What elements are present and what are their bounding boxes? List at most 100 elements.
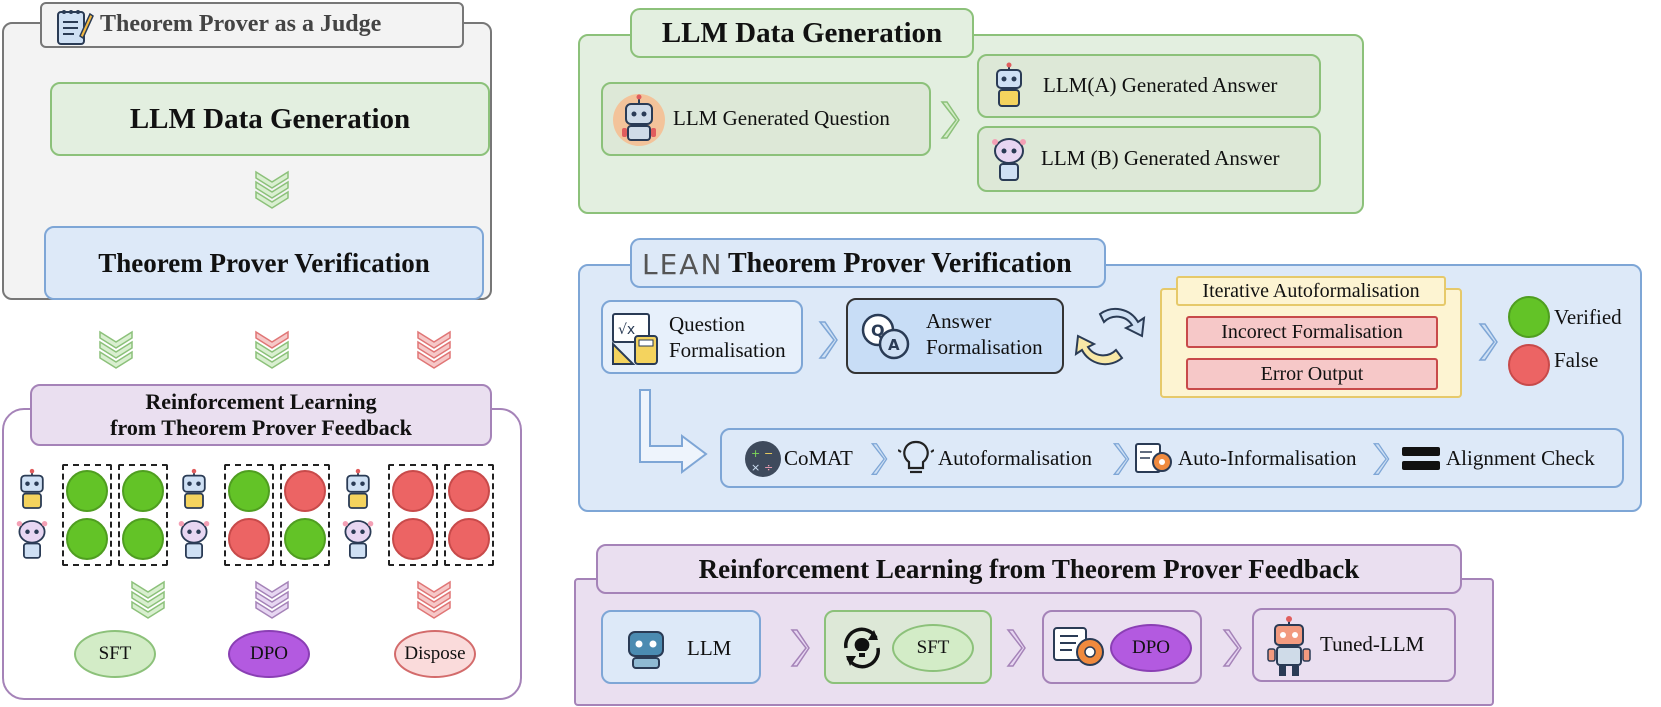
tuned-robot-icon [1267,616,1311,676]
judge-title-tab: Theorem Prover as a Judge [40,2,464,48]
robot-b-icon [16,520,48,559]
svg-text:A: A [888,336,900,354]
chevron-down-red-icon [417,330,451,369]
chevron-right-icon [1112,443,1130,475]
iterative-title: Iterative Autoformalisation [1202,279,1420,302]
incorrect-formalisation-label: Incorect Formalisation [1221,320,1403,343]
answer-a-label: LLM(A) Generated Answer [1043,73,1278,97]
error-output-label: Error Output [1260,362,1364,385]
elbow-arrow-icon [639,389,708,474]
verified-dot [228,470,270,512]
chevron-down-green-icon [131,580,165,619]
answer-column [280,464,330,566]
left-rl-title-box: Reinforcement Learning from Theorem Prov… [30,384,492,446]
left-verify-box: Theorem Prover Verification [44,226,484,300]
qa-chat-icon: Q A [861,313,910,360]
robot-icon [613,94,665,146]
refresh-loop-icon [1074,307,1146,366]
false-dot [392,518,434,560]
pipeline-box: + − × ÷ CoMAT Autoformalisation Auto-Inf… [720,428,1624,488]
false-dot [228,518,270,560]
chevron-down-icon [255,170,289,209]
verified-dot [122,470,164,512]
answer-column [444,464,494,566]
robot-a-icon [182,468,206,509]
document-gear-icon [1053,627,1104,666]
question-formalisation-line2: Formalisation [669,338,786,362]
svg-text:+: + [751,447,760,460]
svg-text:÷: ÷ [764,461,773,474]
verified-dot [1508,296,1550,338]
math-symbols-icon: + − × ÷ [745,441,781,477]
false-dot [448,470,490,512]
answer-column [118,464,168,566]
judge-title: Theorem Prover as a Judge [100,11,382,37]
left-gen-label: LLM Data Generation [129,102,411,135]
rl-title-box: Reinforcement Learning from Theorem Prov… [596,544,1462,594]
answer-column [388,464,438,566]
verify-title-box: LEAN Theorem Prover Verification [630,238,1106,288]
svg-text:×: × [751,461,760,474]
rl-llm-box: LLM [601,610,761,684]
svg-text:Q: Q [871,321,885,340]
pipeline-alignment-check: Alignment Check [1446,446,1595,470]
chevron-right-icon [790,629,810,667]
robot-a-icon [20,468,44,509]
notepad-pencil-icon [57,10,94,45]
question-formalisation-box: √x Question Formalisation [601,300,803,374]
incorrect-formalisation-box: Incorect Formalisation [1186,316,1438,348]
false-label: False [1554,348,1599,372]
rl-title: Reinforcement Learning from Theorem Prov… [698,553,1360,584]
false-dot [1508,344,1550,386]
lean-logo: LEAN [642,248,724,281]
answer-a-box: LLM(A) Generated Answer [977,54,1321,118]
rl-tuned-box: Tuned-LLM [1252,608,1456,682]
verified-dot [66,518,108,560]
chevron-right-icon [1372,443,1390,475]
robot-a-icon [346,468,370,509]
answer-column [62,464,112,566]
rl-sft-box: SFT [824,610,992,684]
chevron-right-icon [818,321,838,359]
rl-llm-label: LLM [687,636,732,660]
left-rl-title-line2: from Theorem Prover Feedback [110,415,412,440]
chevron-down-mixed-icon [255,330,289,369]
false-dot [284,470,326,512]
chevron-down-green-icon [99,330,133,369]
verified-dot [284,518,326,560]
verified-dot [122,518,164,560]
iterative-title-box: Iterative Autoformalisation [1176,276,1446,306]
pipeline-comat: CoMAT [784,446,853,470]
robot-a-icon [996,62,1022,107]
error-output-box: Error Output [1186,358,1438,390]
rl-tuned-label: Tuned-LLM [1320,632,1425,656]
svg-text:−: − [764,447,773,460]
question-formalisation-line1: Question [669,312,745,336]
robot-b-icon [178,520,210,559]
equals-bars-icon [1402,447,1440,470]
gen-title-box: LLM Data Generation [630,8,974,58]
verified-label: Verified [1554,305,1622,329]
gen-title: LLM Data Generation [661,16,943,49]
robot-head-icon [628,631,664,669]
false-dot [448,518,490,560]
dpo-result: DPO [228,630,310,678]
left-rl-title-line1: Reinforcement Learning [145,389,377,414]
chevron-right-icon [1478,323,1498,361]
left-gen-box: LLM Data Generation [50,82,490,156]
robot-b-icon [992,138,1026,181]
rl-dpo-pill: DPO [1110,624,1192,672]
robot-b-icon [342,520,374,559]
left-verify-label: Theorem Prover Verification [98,247,430,278]
answer-formalisation-line1: Answer [926,309,992,333]
generated-question-box: LLM Generated Question [601,82,931,156]
chevron-down-red-icon [417,580,451,619]
answer-b-box: LLM (B) Generated Answer [977,126,1321,192]
dispose-result: Dispose [394,630,476,678]
verified-dot [66,470,108,512]
answer-formalisation-box: Q A Answer Formalisation [846,298,1064,374]
false-dot [392,470,434,512]
circuit-gear-icon [1135,443,1172,473]
rl-sft-pill: SFT [892,624,974,672]
sft-result: SFT [74,630,156,678]
